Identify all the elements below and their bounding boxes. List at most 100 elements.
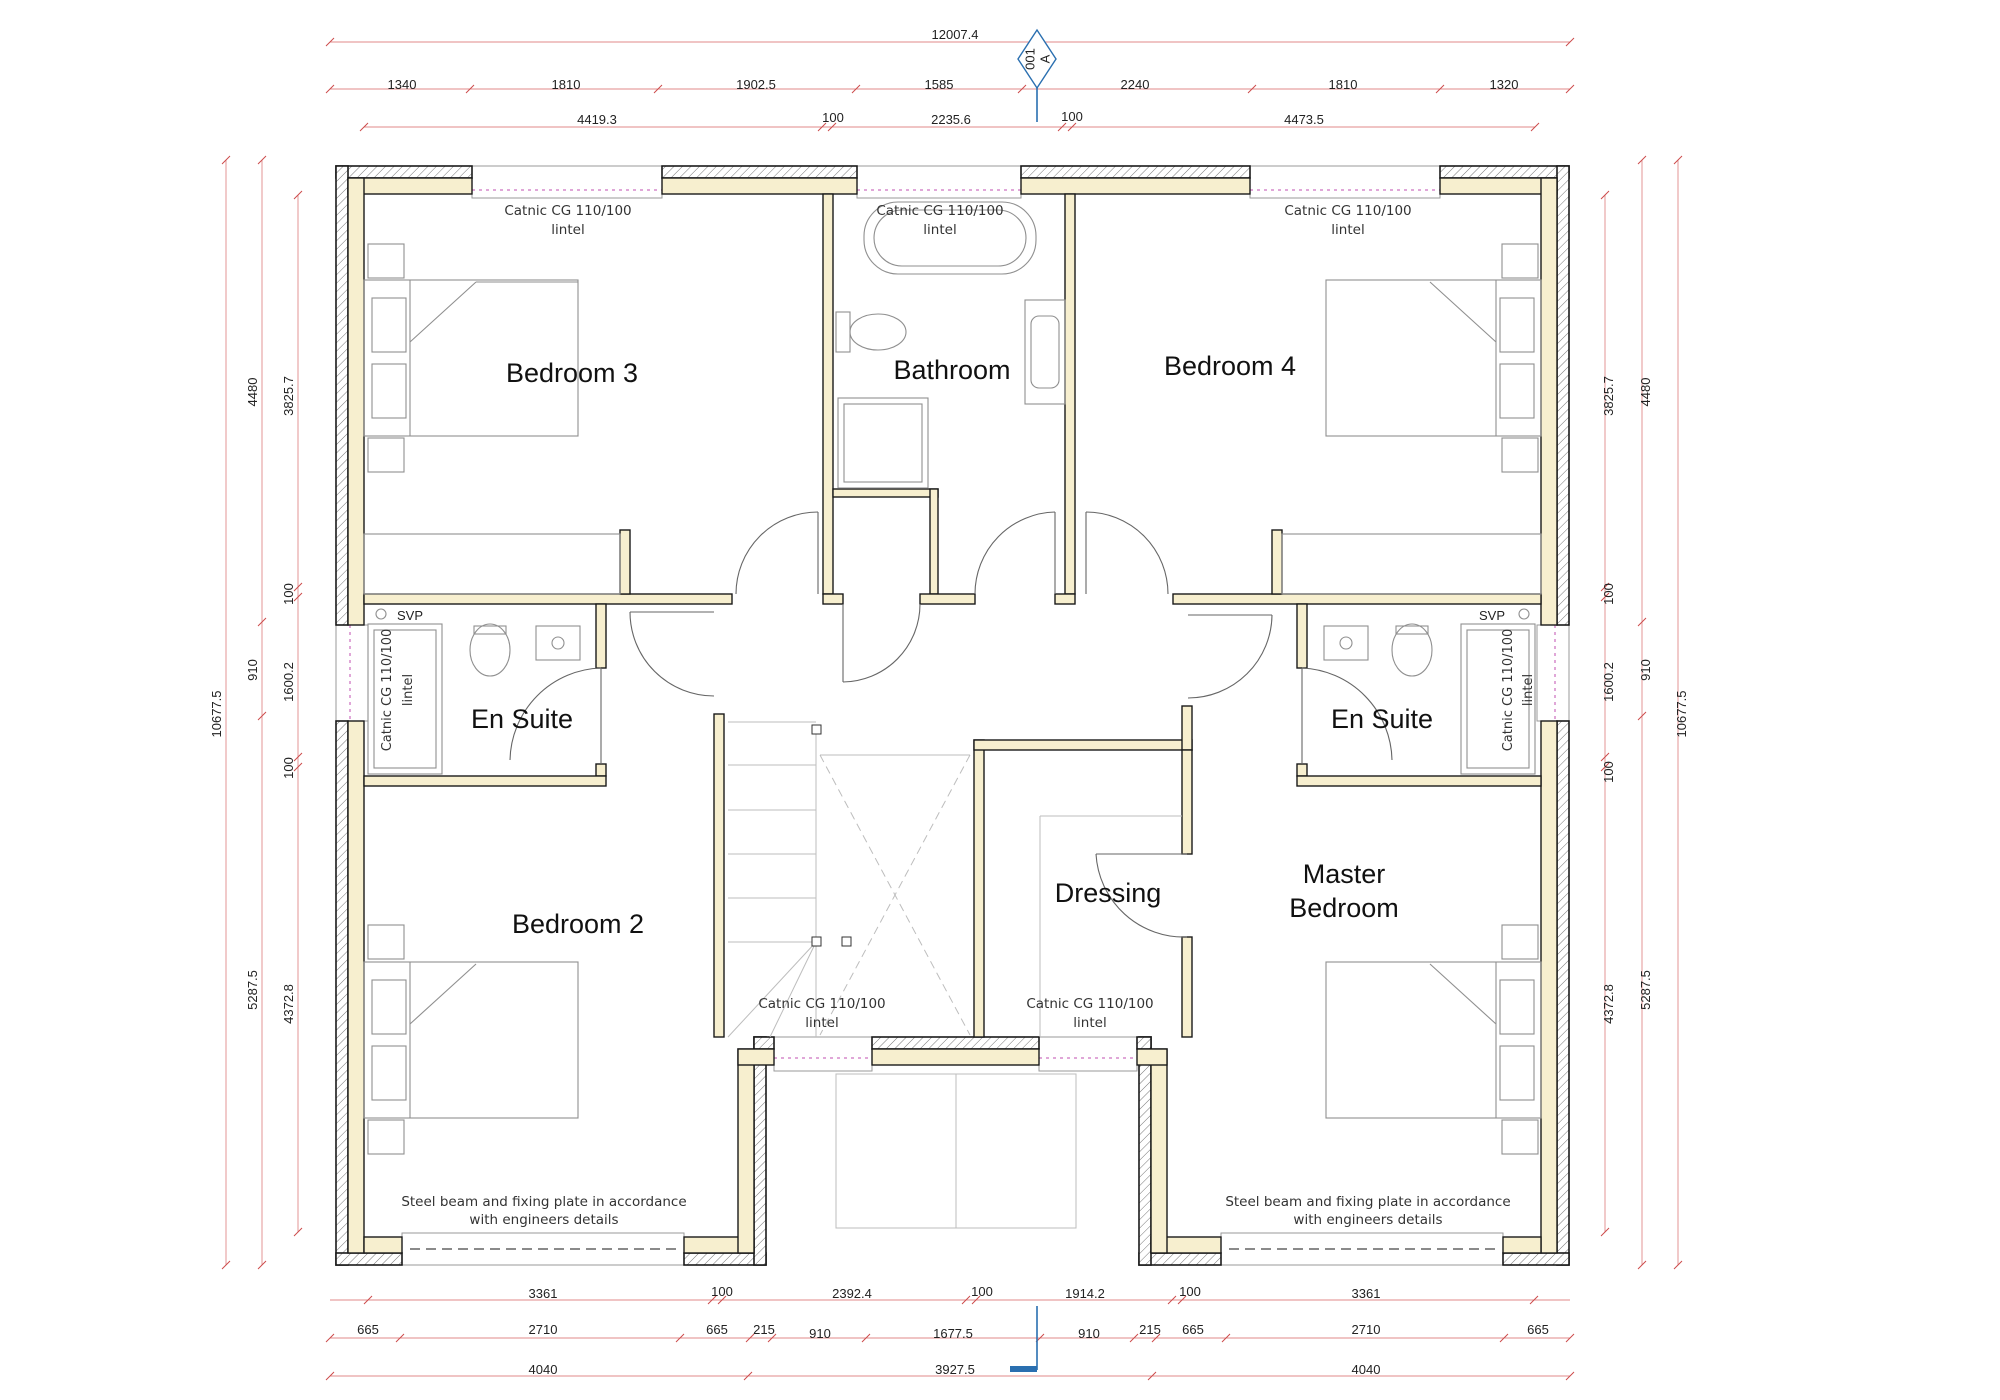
dim-top-overall: 12007.4 xyxy=(932,27,979,42)
lintel-note-bedroom3-l1: Catnic CG 110/100 xyxy=(504,203,631,219)
lintel-note-stair-l1: Catnic CG 110/100 xyxy=(758,996,885,1012)
room-label-master-line2: Bedroom xyxy=(1289,893,1399,923)
lintel-note-bathroom-l1: Catnic CG 110/100 xyxy=(876,203,1003,219)
dimension-text: 12007.4 1340 1810 1902.5 1585 2240 1810 … xyxy=(209,27,1689,1377)
dim-top-row2-1: 100 xyxy=(822,110,844,125)
dim-top-row1-1: 1810 xyxy=(552,77,581,92)
dim-left-inner-3: 100 xyxy=(281,757,296,779)
dim-top-row1-0: 1340 xyxy=(388,77,417,92)
lintel-note-bedroom4-l1: Catnic CG 110/100 xyxy=(1284,203,1411,219)
dim-bottom-row2-0: 665 xyxy=(357,1322,379,1337)
dim-bottom-row3-1: 3927.5 xyxy=(935,1362,975,1377)
lintel-note-bathroom-l2: lintel xyxy=(923,222,956,238)
dim-top-row2-4: 4473.5 xyxy=(1284,112,1324,127)
dimension-lines xyxy=(221,37,1683,1381)
dim-bottom-row2-1: 2710 xyxy=(529,1322,558,1337)
dim-top-row1-4: 2240 xyxy=(1121,77,1150,92)
lintel-note-ensuite-left-l1: Catnic CG 110/100 xyxy=(380,629,395,752)
dim-bottom-row2-6: 910 xyxy=(1078,1326,1100,1341)
room-label-bedroom4: Bedroom 4 xyxy=(1164,351,1296,381)
dim-right-inner-2: 1600.2 xyxy=(1601,662,1616,702)
dim-right-outer: 10677.5 xyxy=(1674,691,1689,738)
bed-bedroom2 xyxy=(363,924,579,1155)
dim-right-inner-1: 100 xyxy=(1601,583,1616,605)
lintel-note-stair-l2: lintel xyxy=(805,1015,838,1031)
dim-bottom-row1-2: 2392.4 xyxy=(832,1286,872,1301)
lintel-note-ensuite-right-l1: Catnic CG 110/100 xyxy=(1501,629,1516,752)
lintel-note-dressing-l2: lintel xyxy=(1073,1015,1106,1031)
lintel-notes: Catnic CG 110/100 lintel Catnic CG 110/1… xyxy=(380,203,1536,1228)
dim-left-inner-0: 3825.7 xyxy=(281,376,296,416)
lintel-note-bedroom4-l2: lintel xyxy=(1331,222,1364,238)
dim-left-mid-2: 5287.5 xyxy=(245,970,260,1010)
dim-top-row1-2: 1902.5 xyxy=(736,77,776,92)
lintel-note-dressing-l1: Catnic CG 110/100 xyxy=(1026,996,1153,1012)
dim-bottom-row2-8: 665 xyxy=(1182,1322,1204,1337)
beam-note-right-l2: with engineers details xyxy=(1293,1212,1442,1228)
dim-top-row2-3: 100 xyxy=(1061,109,1083,124)
dim-bottom-row3-0: 4040 xyxy=(529,1362,558,1377)
dim-left-inner-4: 4372.8 xyxy=(281,984,296,1024)
dim-right-mid-0: 4480 xyxy=(1638,378,1653,407)
dim-bottom-row1-3: 100 xyxy=(971,1284,993,1299)
dim-left-mid-0: 4480 xyxy=(245,378,260,407)
dim-bottom-row3-2: 4040 xyxy=(1352,1362,1381,1377)
beam-note-left-l2: with engineers details xyxy=(469,1212,618,1228)
section-marker: 001 A xyxy=(1010,28,1057,1372)
dim-bottom-row2-7: 215 xyxy=(1139,1322,1161,1337)
bed-bedroom3 xyxy=(363,243,579,473)
dim-top-row1-5: 1810 xyxy=(1329,77,1358,92)
dim-right-mid-1: 910 xyxy=(1638,659,1653,681)
room-label-ensuite-right: En Suite xyxy=(1331,704,1433,734)
dim-right-mid-2: 5287.5 xyxy=(1638,970,1653,1010)
section-ref-label: A xyxy=(1037,54,1052,63)
dim-right-inner-3: 100 xyxy=(1601,761,1616,783)
dim-top-row1-3: 1585 xyxy=(925,77,954,92)
dim-left-inner-1: 100 xyxy=(281,583,296,605)
doors xyxy=(509,511,1393,938)
dim-bottom-row1-0: 3361 xyxy=(529,1286,558,1301)
dim-bottom-row2-10: 665 xyxy=(1527,1322,1549,1337)
dim-right-inner-0: 3825.7 xyxy=(1601,376,1616,416)
section-sheet-label: 001 xyxy=(1022,48,1037,70)
dim-top-row1-6: 1320 xyxy=(1490,77,1519,92)
svp-label-right: SVP xyxy=(1479,608,1505,623)
room-label-bedroom2: Bedroom 2 xyxy=(512,909,644,939)
dim-bottom-row1-1: 100 xyxy=(711,1284,733,1299)
room-label-bedroom3: Bedroom 3 xyxy=(506,358,638,388)
bathroom-basin xyxy=(1024,299,1066,405)
dim-right-inner-4: 4372.8 xyxy=(1601,984,1616,1024)
bath-tub xyxy=(863,201,1037,275)
bed-bedroom4 xyxy=(1325,243,1542,473)
lintel-note-ensuite-left-l2: lintel xyxy=(401,674,416,706)
bathroom-shower xyxy=(837,397,929,489)
bathroom-toilet xyxy=(835,311,907,353)
windows xyxy=(335,165,1570,1266)
room-labels: Bedroom 3 Bathroom Bedroom 4 En Suite En… xyxy=(471,351,1433,939)
bed-master xyxy=(1325,924,1542,1155)
room-label-dressing: Dressing xyxy=(1055,878,1162,908)
dim-left-outer: 10677.5 xyxy=(209,691,224,738)
dim-bottom-row2-2: 665 xyxy=(706,1322,728,1337)
dim-top-row2-2: 2235.6 xyxy=(931,112,971,127)
room-label-bathroom: Bathroom xyxy=(893,355,1010,385)
room-label-ensuite-left: En Suite xyxy=(471,704,573,734)
dim-bottom-row1-4: 1914.2 xyxy=(1065,1286,1105,1301)
dim-bottom-row2-9: 2710 xyxy=(1352,1322,1381,1337)
svp-label-left: SVP xyxy=(397,608,423,623)
staircase xyxy=(727,721,971,1038)
lintel-note-bedroom3-l2: lintel xyxy=(551,222,584,238)
dim-bottom-row1-6: 3361 xyxy=(1352,1286,1381,1301)
beam-note-left-l1: Steel beam and fixing plate in accordanc… xyxy=(401,1194,686,1210)
dim-bottom-row2-5: 1677.5 xyxy=(933,1326,973,1341)
beam-note-right-l1: Steel beam and fixing plate in accordanc… xyxy=(1225,1194,1510,1210)
dim-bottom-row2-3: 215 xyxy=(753,1322,775,1337)
external-wall xyxy=(335,165,1570,1266)
dim-bottom-row2-4: 910 xyxy=(809,1326,831,1341)
dim-left-inner-2: 1600.2 xyxy=(281,662,296,702)
dim-left-mid-1: 910 xyxy=(245,659,260,681)
room-label-master-line1: Master xyxy=(1303,859,1386,889)
dim-bottom-row1-5: 100 xyxy=(1179,1284,1201,1299)
lintel-note-ensuite-right-l2: lintel xyxy=(1521,674,1536,706)
